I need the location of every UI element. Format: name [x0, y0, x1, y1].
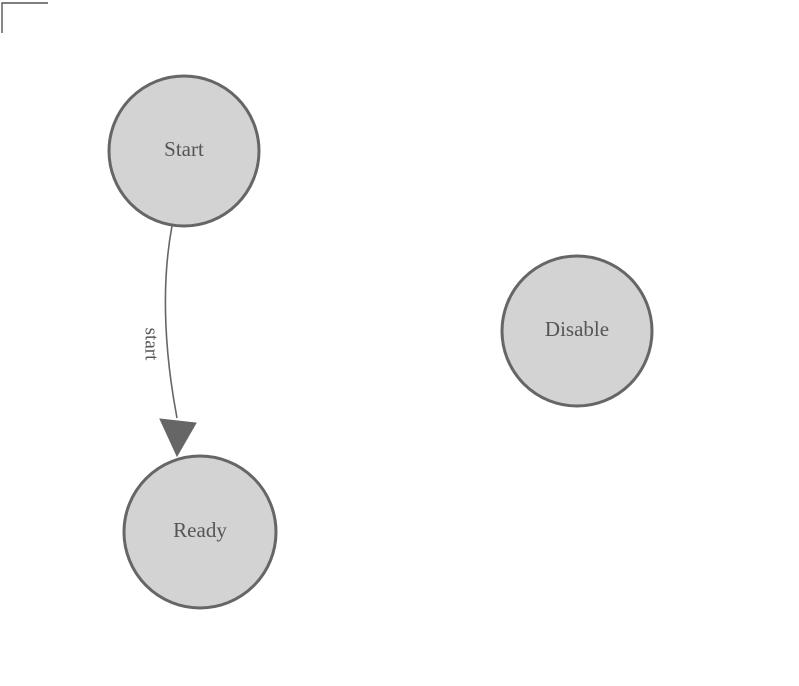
node-start[interactable]: Start	[107, 74, 261, 228]
node-start-circle[interactable]	[107, 74, 261, 228]
node-ready[interactable]: Ready	[122, 454, 278, 610]
node-ready-label: Ready	[173, 518, 227, 542]
arrowhead-icon	[159, 418, 197, 458]
node-disable-circle[interactable]	[500, 254, 654, 408]
edge-line-start-to-ready	[164, 225, 178, 419]
node-disable[interactable]: Disable	[500, 254, 654, 408]
node-start-label: Start	[164, 137, 204, 161]
node-ready-circle[interactable]	[122, 454, 278, 610]
edge-start-to-ready[interactable]: start	[141, 225, 197, 458]
node-disable-label: Disable	[545, 317, 609, 341]
top-left-corner-mark	[1, 2, 48, 33]
edge-label-start: start	[141, 328, 162, 361]
